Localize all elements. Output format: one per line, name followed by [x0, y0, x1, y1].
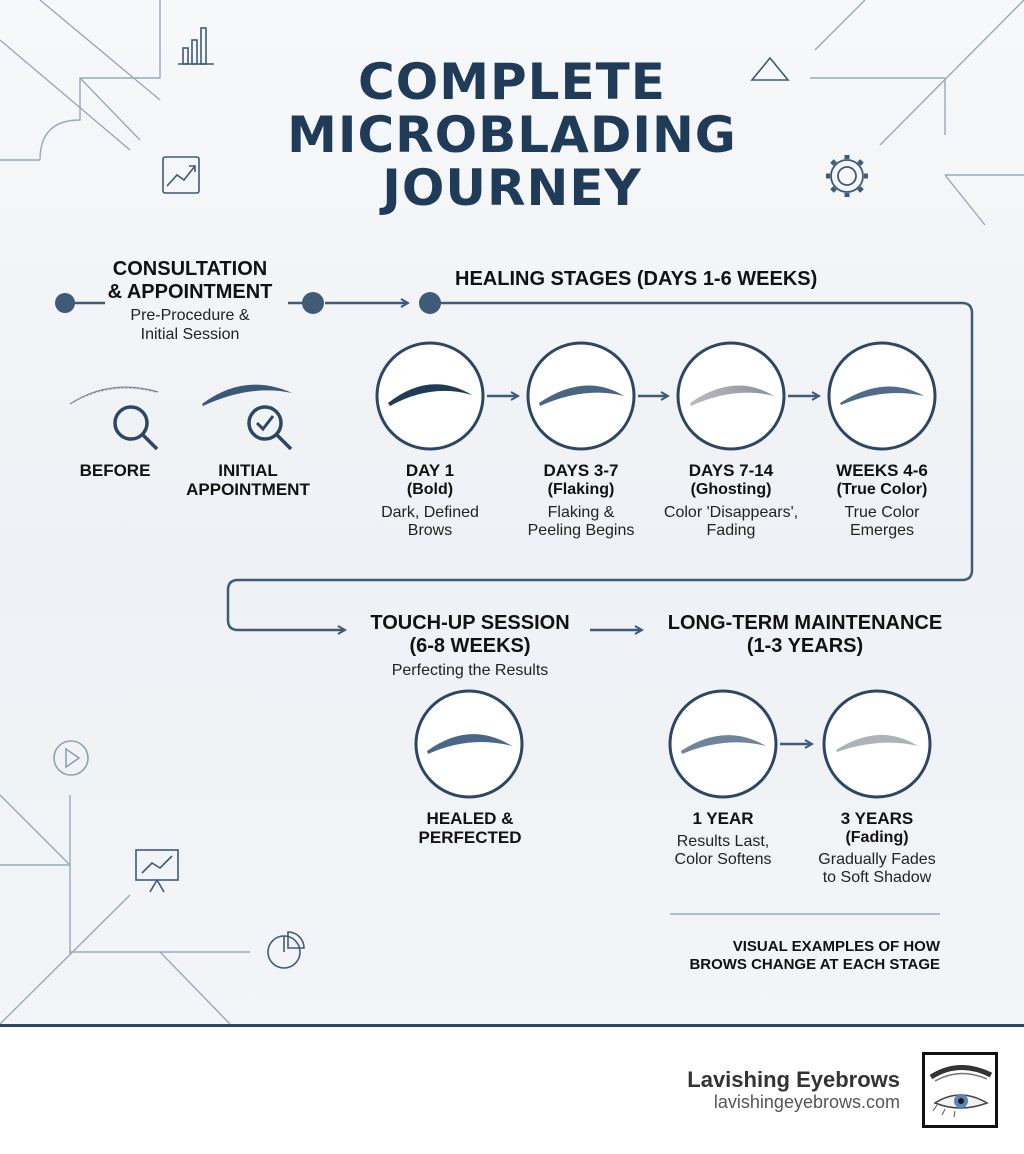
stage-title-day1: DAY 1 — [405, 461, 455, 480]
consultation-sub-2: Initial Session — [140, 326, 240, 343]
healed-label-1: HEALED & — [426, 809, 514, 828]
brow-healed — [427, 734, 512, 754]
brow-days3-7 — [539, 385, 624, 406]
growth-chart-icon — [162, 156, 200, 194]
stage-circle-days3-7 — [526, 341, 636, 451]
longterm-desc2-3years: to Soft Shadow — [822, 869, 932, 886]
initial-brow-icon — [202, 384, 292, 406]
eye-icon — [929, 1064, 993, 1118]
brow-weeks4-6 — [840, 386, 924, 405]
longterm-tag-3years: (Fading) — [845, 829, 909, 846]
bar-chart-icon — [178, 27, 214, 65]
stage-tag-days7-14: (Ghosting) — [690, 481, 772, 498]
magnifier-icon — [113, 405, 159, 451]
title-line-1: COMPLETE — [358, 53, 666, 111]
stage-tag-days3-7: (Flaking) — [547, 481, 615, 498]
consultation-sub-1: Pre-Procedure & — [130, 307, 250, 324]
touchup-sub: Perfecting the Results — [391, 662, 549, 679]
brow-3years — [836, 734, 918, 752]
stage-desc1-days3-7: Flaking & — [547, 504, 615, 521]
title-line-2: MICROBLADING — [287, 106, 737, 164]
stage-desc1-weeks4-6: True Color — [844, 504, 920, 521]
healing-heading: HEALING STAGES (DAYS 1-6 WEEKS) — [455, 268, 818, 290]
touchup-heading-2: (6-8 WEEKS) — [409, 635, 531, 657]
triangle-icon — [750, 56, 790, 81]
brow-1year — [681, 735, 766, 754]
longterm-title-3years: 3 YEARS — [840, 809, 914, 828]
longterm-desc1-1year: Results Last, — [676, 833, 770, 850]
stage-desc2-days3-7: Peeling Begins — [527, 522, 635, 539]
stage-desc1-days7-14: Color 'Disappears', — [663, 504, 799, 521]
timeline-dot-2 — [302, 292, 324, 314]
stage-desc2-days7-14: Fading — [706, 522, 756, 539]
stage-circle-day1 — [375, 341, 485, 451]
stage-circle-healed — [414, 689, 524, 799]
stage-tag-weeks4-6: (True Color) — [836, 481, 928, 498]
gear-icon — [826, 155, 868, 197]
stage-circle-1year — [668, 689, 778, 799]
brow-days7-14 — [690, 385, 774, 406]
background-decor — [0, 0, 1024, 1024]
consultation-heading-2: & APPOINTMENT — [107, 281, 273, 303]
initial-label-2: APPOINTMENT — [186, 480, 310, 499]
play-icon — [53, 740, 89, 776]
timeline-dot-1 — [55, 293, 75, 313]
infographic-panel: COMPLETE MICROBLADING JOURNEY — [0, 0, 1024, 1027]
stage-circle-weeks4-6 — [827, 341, 937, 451]
touchup-heading-1: TOUCH-UP SESSION — [370, 612, 570, 634]
longterm-heading-1: LONG-TERM MAINTENANCE — [667, 612, 943, 634]
stage-desc2-day1: Brows — [407, 522, 453, 539]
consultation-heading-1: CONSULTATION — [112, 258, 268, 280]
stage-desc2-weeks4-6: Emerges — [849, 522, 915, 539]
journey-flow-diagram — [55, 292, 974, 915]
longterm-desc2-1year: Color Softens — [674, 851, 772, 868]
stage-title-weeks4-6: WEEKS 4-6 — [836, 461, 928, 480]
caption-line-1: VISUAL EXAMPLES OF HOW — [732, 938, 940, 955]
brand-url: lavishingeyebrows.com — [713, 1092, 900, 1112]
initial-label-1: INITIAL — [218, 461, 278, 480]
caption-line-2: BROWS CHANGE AT EACH STAGE — [689, 956, 940, 973]
before-brow-icon — [69, 386, 159, 405]
stage-tag-day1: (Bold) — [406, 481, 454, 498]
brand-name: Lavishing Eyebrows — [687, 1067, 900, 1092]
pie-chart-icon — [267, 931, 305, 969]
before-label: BEFORE — [79, 461, 151, 480]
brand-logo — [922, 1052, 998, 1128]
stage-circle-3years — [822, 689, 932, 799]
footer — [0, 1027, 1024, 1154]
stage-title-days3-7: DAYS 3-7 — [543, 461, 619, 480]
longterm-desc1-3years: Gradually Fades — [818, 851, 936, 868]
presentation-icon — [135, 849, 179, 893]
longterm-title-1year: 1 YEAR — [692, 809, 754, 828]
healed-label-2: PERFECTED — [418, 828, 522, 847]
magnifier-check-icon — [247, 405, 293, 451]
stage-title-days7-14: DAYS 7-14 — [688, 461, 774, 480]
longterm-heading-2: (1-3 YEARS) — [746, 635, 864, 657]
healing-bracket — [226, 301, 974, 630]
stage-circle-days7-14 — [676, 341, 786, 451]
timeline-dot-3 — [419, 292, 441, 314]
stage-desc1-day1: Dark, Defined — [381, 504, 479, 521]
title-line-3: JOURNEY — [382, 159, 642, 217]
brow-day1 — [388, 384, 472, 406]
